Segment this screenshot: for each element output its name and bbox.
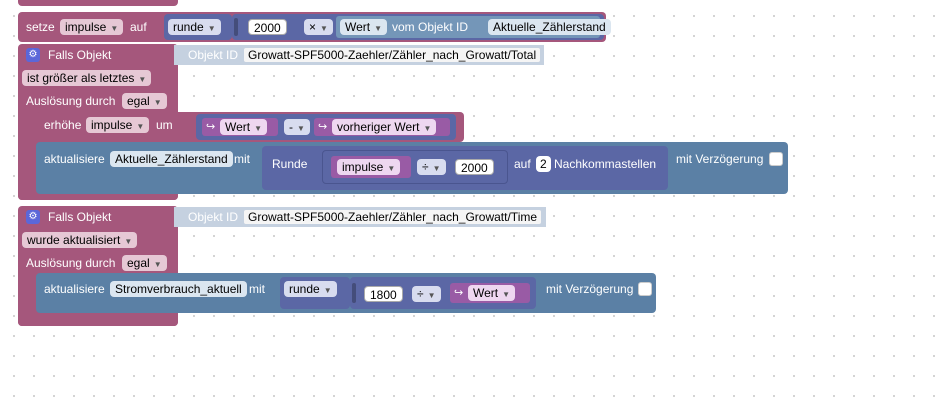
number-field[interactable]: 2000 [248, 19, 287, 35]
caret-down-icon[interactable]: ▼ [323, 286, 332, 295]
mit-label: mit [234, 152, 250, 166]
caret-down-icon[interactable]: ▼ [374, 24, 383, 33]
arrow-hook-icon: ↪ [454, 287, 464, 299]
value-dropdown[interactable]: Wert▼ [468, 285, 516, 301]
get-value-block[interactable]: Wert▼ vom Objekt ID Aktuelle_Zählerstand [336, 16, 611, 38]
caret-down-icon[interactable]: ▼ [153, 98, 162, 107]
operator-dropdown[interactable]: ÷▼ [417, 159, 446, 175]
divide-block[interactable]: impulse▼ ÷▼ 2000 [322, 150, 508, 184]
objekt-id-label: Objekt ID [188, 210, 239, 224]
delay-checkbox[interactable] [769, 152, 783, 166]
round-places-block[interactable]: Runde impulse▼ ÷▼ 2000 auf 2 Nachkommast… [262, 146, 668, 190]
aktualisiere-label: aktualisiere [44, 282, 105, 296]
caret-down-icon[interactable]: ▼ [136, 122, 145, 131]
setze-label: setze [26, 20, 55, 34]
event-value-block[interactable]: ↪ Wert▼ [450, 283, 530, 303]
object-id-field[interactable]: Aktuelle_Zählerstand [488, 19, 611, 35]
verzoegerung-label: mit Verzögerung [676, 152, 764, 166]
increment-block[interactable]: erhöhe impulse▼ um ↪ Wert▼ -▼ ↪ vorherig… [36, 112, 464, 142]
operator-dropdown[interactable]: -▼ [284, 119, 310, 135]
condition-dropdown[interactable]: wurde aktualisiert▼ [22, 232, 138, 248]
object-id-value[interactable]: Growatt-SPF5000-Zaehler/Zähler_nach_Grow… [244, 48, 541, 62]
caret-down-icon[interactable]: ▼ [432, 164, 441, 173]
vom-objekt-label: vom Objekt ID [392, 20, 469, 34]
round-dropdown[interactable]: runde▼ [284, 281, 337, 297]
caret-down-icon[interactable]: ▼ [387, 164, 396, 173]
round-block[interactable]: runde▼ [280, 277, 350, 309]
trigger-source-dropdown[interactable]: egal▼ [122, 255, 167, 271]
caret-down-icon[interactable]: ▼ [320, 24, 328, 33]
caret-down-icon[interactable]: ▼ [423, 124, 432, 133]
caret-down-icon[interactable]: ▼ [297, 124, 305, 133]
trigger-2-foot [18, 316, 178, 326]
object-id-value[interactable]: Growatt-SPF5000-Zaehler/Zähler_nach_Grow… [244, 210, 542, 224]
delay-checkbox[interactable] [638, 282, 652, 296]
gear-icon[interactable]: ⚙ [26, 48, 40, 62]
update-target-dropdown[interactable]: Stromverbrauch_aktuell [110, 281, 247, 297]
operator-dropdown[interactable]: ×▼ [304, 19, 333, 35]
runde-label: Runde [272, 157, 308, 171]
object-id-block-1[interactable]: Objekt ID Growatt-SPF5000-Zaehler/Zähler_… [174, 45, 544, 65]
number-field[interactable]: 1800 [364, 286, 403, 302]
ausloesung-label: Auslösung durch [26, 256, 116, 270]
subtract-block[interactable]: ↪ Wert▼ -▼ ↪ vorheriger Wert▼ [196, 114, 456, 140]
variable-get-block[interactable]: impulse▼ [331, 156, 411, 178]
previous-value-block[interactable]: ↪ vorheriger Wert▼ [314, 118, 450, 136]
value-dropdown[interactable]: Wert▼ [220, 119, 268, 135]
object-id-block-2[interactable]: Objekt ID Growatt-SPF5000-Zaehler/Zähler_… [174, 207, 546, 227]
caret-down-icon[interactable]: ▼ [427, 291, 436, 300]
variable-dropdown[interactable]: impulse▼ [337, 159, 401, 175]
objekt-id-label: Objekt ID [188, 48, 239, 62]
auf-label: auf [514, 157, 531, 171]
mit-label: mit [249, 282, 265, 296]
variable-dropdown[interactable]: impulse▼ [60, 19, 124, 35]
caret-down-icon[interactable]: ▼ [502, 290, 511, 299]
erhoehe-label: erhöhe [44, 118, 82, 132]
arrow-hook-icon: ↪ [206, 121, 216, 133]
round-dropdown[interactable]: runde▼ [168, 19, 221, 35]
places-field[interactable]: 2 [536, 156, 551, 172]
number-field[interactable]: 2000 [455, 159, 494, 175]
round-block[interactable]: runde▼ [164, 14, 232, 40]
falls-objekt-label: Falls Objekt [48, 210, 112, 224]
previous-value-dropdown[interactable]: vorheriger Wert▼ [332, 119, 437, 135]
gear-icon[interactable]: ⚙ [26, 210, 40, 224]
ausloesung-label: Auslösung durch [26, 94, 116, 108]
trigger-source-dropdown[interactable]: egal▼ [122, 93, 167, 109]
caret-down-icon[interactable]: ▼ [124, 237, 133, 246]
verzoegerung-label: mit Verzögerung [546, 282, 634, 296]
divide-block[interactable]: 1800 ÷▼ ↪ Wert▼ [350, 277, 536, 309]
nachkomma-label: Nachkommastellen [554, 157, 657, 171]
um-label: um [156, 118, 173, 132]
caret-down-icon[interactable]: ▼ [138, 75, 147, 84]
condition-dropdown[interactable]: ist größer als letztes▼ [22, 70, 152, 86]
auf-label: auf [130, 20, 147, 34]
caret-down-icon[interactable]: ▼ [110, 24, 119, 33]
caret-down-icon[interactable]: ▼ [254, 124, 263, 133]
update-target-dropdown[interactable]: Aktuelle_Zählerstand [110, 151, 233, 167]
caret-down-icon[interactable]: ▼ [207, 24, 216, 33]
update-block-2[interactable]: aktualisiere Stromverbrauch_aktuell mit … [36, 273, 656, 313]
increment-variable-dropdown[interactable]: impulse▼ [86, 117, 150, 133]
top-block-stub[interactable] [18, 0, 178, 6]
caret-down-icon[interactable]: ▼ [153, 260, 162, 269]
update-block-1[interactable]: aktualisiere Aktuelle_Zählerstand mit Ru… [36, 142, 788, 194]
trigger-1-foot [18, 194, 178, 200]
multiply-block[interactable]: 2000 ×▼ Wert▼ vom Objekt ID Aktuelle_Zäh… [232, 14, 611, 40]
aktualisiere-label: aktualisiere [44, 152, 105, 166]
event-value-block[interactable]: ↪ Wert▼ [202, 118, 278, 136]
value-type-dropdown[interactable]: Wert▼ [340, 19, 388, 35]
set-variable-block[interactable]: setze impulse▼ auf runde▼ 2000 ×▼ Wert▼ … [18, 12, 611, 42]
operator-dropdown[interactable]: ÷▼ [412, 286, 441, 302]
arrow-hook-icon: ↪ [318, 121, 328, 133]
falls-objekt-label: Falls Objekt [48, 48, 112, 62]
